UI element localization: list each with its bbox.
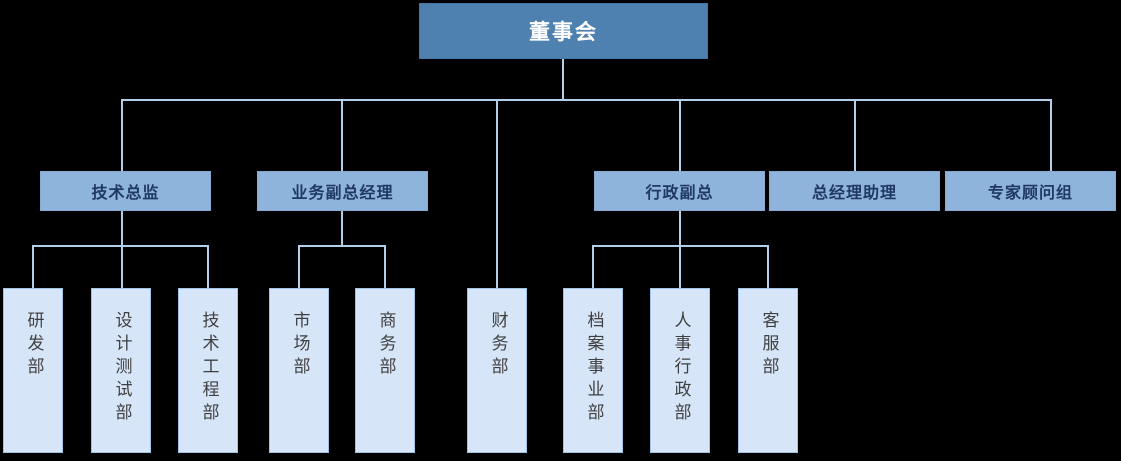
connector-drop-design-test	[121, 245, 123, 289]
connector-drop-expert-advisory	[1050, 99, 1052, 171]
node-expert-advisory-label: 专家顾问组	[987, 183, 1073, 202]
connector-bus-biz-vp	[298, 245, 386, 247]
connector-drop-business-dept	[384, 245, 386, 289]
connector-stem-tech-director	[121, 211, 123, 247]
connector-division-bus	[121, 99, 1051, 101]
connector-drop-hr-admin-dept	[679, 245, 681, 289]
node-expert-advisory[interactable]: 专家顾问组	[945, 171, 1116, 211]
connector-drop-tech-eng	[207, 245, 209, 289]
connector-drop-archive-dept	[592, 245, 594, 289]
node-rd-dept-label: 研发部	[23, 311, 44, 380]
connector-drop-finance-dept	[496, 99, 498, 289]
node-board[interactable]: 董事会	[419, 3, 708, 59]
node-finance-dept-label: 财务部	[487, 311, 508, 380]
node-biz-vp[interactable]: 业务副总经理	[257, 171, 428, 211]
node-gm-assistant[interactable]: 总经理助理	[769, 171, 940, 211]
connector-bus-tech-director	[32, 245, 209, 247]
node-archive-dept[interactable]: 档案事业部	[563, 288, 623, 453]
node-tech-eng-label: 技术工程部	[198, 311, 219, 426]
node-tech-eng[interactable]: 技术工程部	[178, 288, 238, 453]
connector-drop-rd-dept	[32, 245, 34, 289]
node-admin-vp-label: 行政副总	[645, 183, 714, 202]
node-tech-director-label: 技术总监	[91, 183, 160, 202]
connector-stem-biz-vp	[341, 211, 343, 247]
connector-drop-gm-assistant	[854, 99, 856, 171]
node-business-dept[interactable]: 商务部	[355, 288, 415, 453]
node-market-dept-label: 市场部	[289, 311, 310, 380]
node-design-test-label: 设计测试部	[111, 311, 132, 426]
connector-drop-admin-vp	[679, 99, 681, 171]
node-design-test[interactable]: 设计测试部	[91, 288, 151, 453]
connector-root-stem	[562, 59, 564, 101]
node-market-dept[interactable]: 市场部	[269, 288, 329, 453]
node-tech-director[interactable]: 技术总监	[40, 171, 211, 211]
node-rd-dept[interactable]: 研发部	[3, 288, 63, 453]
node-hr-admin-dept-label: 人事行政部	[670, 311, 691, 426]
node-service-dept[interactable]: 客服部	[738, 288, 798, 453]
connector-drop-market-dept	[298, 245, 300, 289]
node-admin-vp[interactable]: 行政副总	[594, 171, 765, 211]
node-biz-vp-label: 业务副总经理	[291, 183, 394, 202]
connector-drop-tech-director	[121, 99, 123, 171]
node-finance-dept[interactable]: 财务部	[467, 288, 527, 453]
node-gm-assistant-label: 总经理助理	[811, 183, 897, 202]
connector-drop-biz-vp	[341, 99, 343, 171]
node-archive-dept-label: 档案事业部	[583, 311, 604, 426]
node-business-dept-label: 商务部	[375, 311, 396, 380]
node-board-label: 董事会	[529, 20, 598, 44]
node-service-dept-label: 客服部	[758, 311, 779, 380]
connector-stem-admin-vp	[679, 211, 681, 247]
node-hr-admin-dept[interactable]: 人事行政部	[650, 288, 710, 453]
connector-drop-service-dept	[767, 245, 769, 289]
